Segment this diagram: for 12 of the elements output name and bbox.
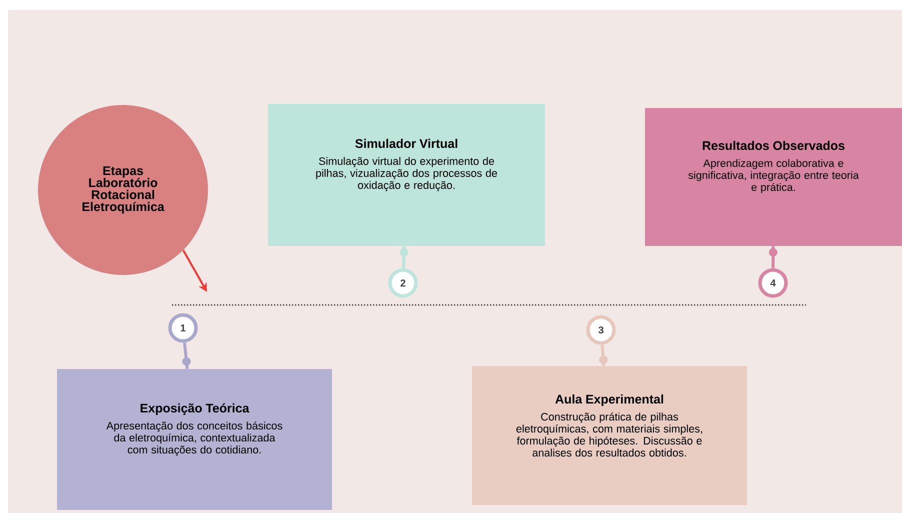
- step-text: Exposição Teórica Apresentação dos conceitos básicos da eletroquímica, contextualizada com situações do cotidiano.: [106, 403, 282, 456]
- step-text: Simulador Virtual Simulação virtual do experimento de pilhas, vizualização dos processos de oxidação e redução.: [316, 138, 497, 192]
- connector-stem: [768, 246, 778, 268]
- step-box: [268, 104, 545, 246]
- step-box: [472, 366, 747, 505]
- step-text: Resultados Observados Aprendizagem colaborativa e significativa, integração entre teoria e prática.: [688, 140, 859, 194]
- connector-stem: [400, 246, 408, 268]
- step-box: [645, 108, 902, 246]
- connector-stem: [599, 344, 608, 366]
- step-box: [57, 368, 332, 510]
- step-text: Aula Experimental Construção prática de pilhas eletroquímicas, com materiais simples, formulação de hipóteses. Discussão e analises dos resultados obtidos.: [516, 394, 702, 457]
- connector-stem: [182, 342, 191, 369]
